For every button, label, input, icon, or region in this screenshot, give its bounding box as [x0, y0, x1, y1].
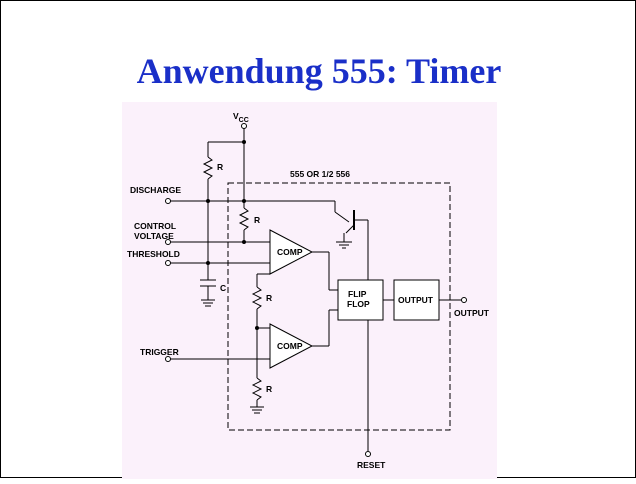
discharge-label: DISCHARGE — [130, 185, 181, 195]
comp-upper-label: COMP — [277, 247, 303, 257]
resistor-divider-top — [238, 207, 250, 231]
chip-label: 555 OR 1/2 556 — [290, 169, 350, 179]
flip-flop-block — [337, 279, 384, 321]
flip-label: FLIP — [348, 289, 367, 299]
vcc-label: VCC — [233, 111, 249, 124]
flop-label: FLOP — [347, 299, 370, 309]
trigger-terminal — [165, 356, 171, 362]
discharge-terminal — [165, 198, 171, 204]
resistor-divider-mid — [251, 286, 263, 310]
threshold-label: THRESHOLD — [127, 249, 180, 259]
slide-title: Anwendung 555: Timer — [136, 51, 502, 91]
reset-terminal — [365, 451, 371, 457]
timer-circuit-diagram: VCC R 555 OR 1/2 556 DISCHARGE R CONTROL… — [122, 102, 497, 479]
reset-label: RESET — [357, 460, 386, 470]
threshold-terminal — [165, 260, 171, 266]
control-voltage-label-1: CONTROL — [134, 221, 176, 231]
chip-boundary — [227, 182, 451, 431]
resistor-divider-bottom — [251, 377, 263, 401]
comp-lower-label: COMP — [277, 341, 303, 351]
resistor-external — [202, 156, 214, 180]
r-divider-top-label: R — [254, 215, 260, 225]
trigger-label: TRIGGER — [140, 347, 179, 357]
comparator-upper — [269, 229, 314, 275]
output-pin-label: OUTPUT — [454, 308, 490, 318]
circuit-svg: VCC R 555 OR 1/2 556 DISCHARGE R CONTROL… — [127, 111, 490, 470]
vcc-terminal — [241, 123, 247, 129]
r-external-label: R — [217, 162, 223, 172]
output-terminal — [461, 297, 467, 303]
r-divider-mid-label: R — [266, 293, 272, 303]
r-divider-bottom-label: R — [266, 384, 272, 394]
control-voltage-label-2: VOLTAGE — [134, 231, 174, 241]
output-stage-label: OUTPUT — [398, 295, 434, 305]
comparator-lower — [269, 323, 314, 369]
capacitor-label: C — [220, 283, 226, 293]
